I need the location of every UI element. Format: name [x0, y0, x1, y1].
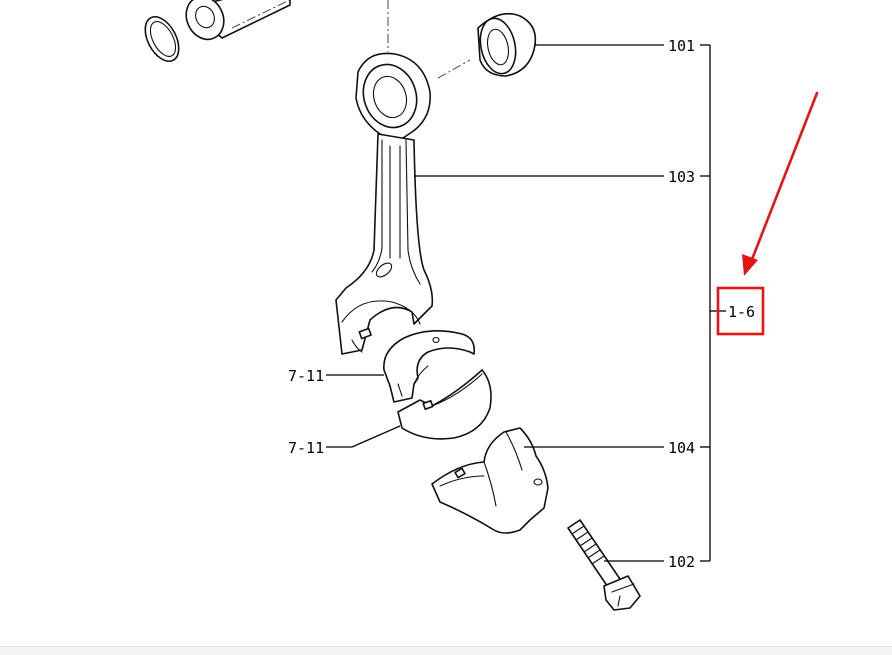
callout-103: 103: [668, 168, 695, 186]
bushing-101: [477, 12, 537, 77]
callout-7-11-upper: 7-11: [288, 367, 324, 385]
rod-cap-104: [431, 427, 549, 534]
callout-7-11-lower: 7-11: [288, 439, 324, 457]
callout-102: 102: [668, 553, 695, 571]
highlight-box: [716, 286, 765, 336]
callout-101: 101: [668, 37, 695, 55]
center-line-bushing: [437, 59, 471, 79]
snap-ring: [144, 16, 180, 62]
callout-104: 104: [668, 439, 695, 457]
bolt-102: [567, 519, 641, 611]
highlight-annotation: [716, 91, 819, 336]
leader-7-11-lower: [326, 425, 401, 448]
bearing-shell-upper: [383, 330, 476, 403]
callout-assembly: 1-6: [728, 303, 755, 321]
leader-lines: [326, 44, 726, 562]
highlight-arrow-shaft: [749, 91, 819, 264]
bottom-scroll-strip: [0, 646, 892, 655]
highlight-arrow-icon: [742, 254, 758, 276]
piston-pin: [185, 0, 291, 41]
connecting-rod-103: [335, 52, 434, 355]
bearing-shell-lower: [397, 369, 492, 440]
